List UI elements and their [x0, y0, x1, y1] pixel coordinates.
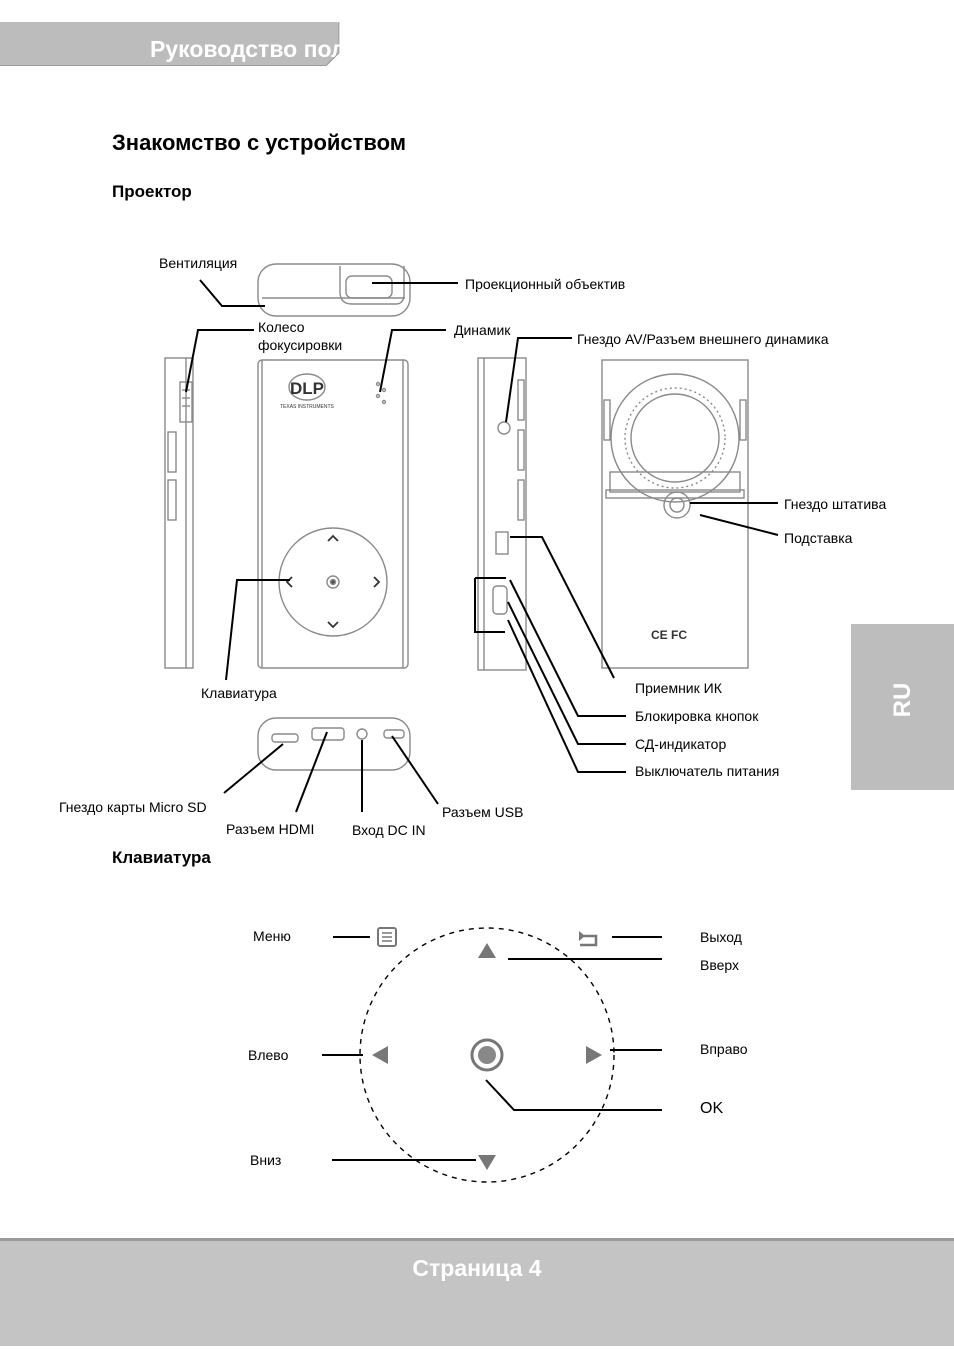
label-focus-wheel-1: Колесо	[258, 319, 305, 335]
label-power-switch: Выключатель питания	[635, 763, 780, 779]
projector-back	[601, 359, 749, 669]
label-menu: Меню	[253, 928, 291, 944]
footer-bar: Страница 4	[0, 1238, 954, 1346]
cert-marks: CE FC	[651, 628, 687, 642]
ti-text: TEXAS INSTRUMENTS	[280, 404, 335, 410]
label-av-jack: Гнездо AV/Разъем внешнего динамика	[577, 331, 829, 347]
language-tab: RU	[851, 624, 954, 790]
label-led: СД-индикатор	[635, 736, 727, 752]
projector-front	[257, 359, 409, 669]
label-left: Влево	[248, 1047, 289, 1063]
section-title: Знакомство с устройством	[112, 130, 407, 155]
label-ir-receiver: Приемник ИК	[635, 680, 722, 696]
keypad-heading: Клавиатура	[112, 848, 211, 867]
page-number: Страница 4	[412, 1255, 542, 1281]
label-ok: OK	[700, 1100, 724, 1117]
label-exit: Выход	[700, 929, 742, 945]
projector-top-view	[257, 263, 411, 317]
label-stand: Подставка	[784, 530, 853, 546]
label-down: Вниз	[250, 1152, 282, 1168]
label-right: Вправо	[700, 1041, 748, 1057]
label-up: Вверх	[700, 957, 740, 973]
label-tripod-socket: Гнездо штатива	[784, 496, 887, 512]
projector-heading: Проектор	[112, 182, 192, 201]
header-tab	[0, 21, 340, 67]
header-title: Руководство пользователя	[150, 36, 464, 62]
projector-left-side	[164, 357, 194, 669]
label-keypad: Клавиатура	[201, 685, 277, 701]
keypad-diagram	[359, 927, 615, 1183]
dlp-logo: DLP	[290, 379, 324, 398]
projector-bottom-view	[257, 717, 411, 771]
label-hdmi: Разъем HDMI	[226, 821, 315, 837]
label-lens: Проекционный объектив	[465, 276, 626, 292]
language-tab-label: RU	[889, 682, 916, 718]
projector-right-side	[477, 357, 527, 671]
label-speaker: Динамик	[454, 322, 511, 338]
label-micro-sd: Гнездо карты Micro SD	[59, 799, 207, 815]
label-dc-in: Вход DC IN	[352, 822, 426, 838]
label-ventilation: Вентиляция	[159, 255, 238, 271]
label-usb: Разъем USB	[442, 804, 524, 820]
label-key-lock: Блокировка кнопок	[635, 708, 759, 724]
label-focus-wheel-2: фокусировки	[258, 337, 343, 353]
